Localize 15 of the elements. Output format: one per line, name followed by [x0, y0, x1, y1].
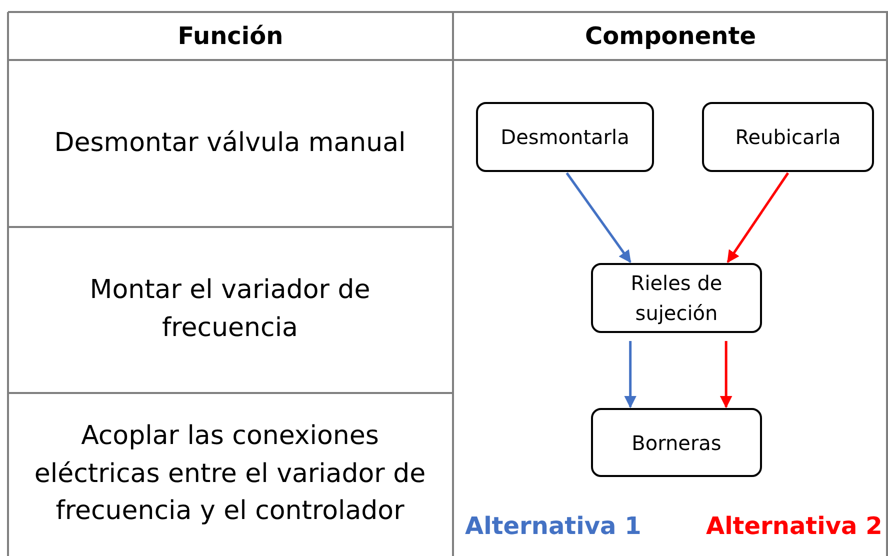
- table-cell-text: Montar el variador de frecuencia: [88, 274, 372, 345]
- column-header: Función: [178, 20, 284, 52]
- column-header: Componente: [585, 20, 756, 52]
- table-cell-text: Desmontar válvula manual: [54, 126, 406, 160]
- arrow: [624, 341, 637, 408]
- legend-text: Alternativa 1: [465, 512, 642, 540]
- process-box: Borneras: [591, 408, 762, 477]
- process-box: Rieles de sujeción: [591, 263, 762, 333]
- process-box: Reubicarla: [702, 102, 874, 172]
- table-cell-text: Acoplar las conexiones eléctricas entre el variador de frecuencia y el controlador: [33, 420, 427, 528]
- arrow: [720, 341, 732, 408]
- arrow: [566, 172, 632, 264]
- arrow: [726, 172, 790, 264]
- legend-text: Alternativa 2: [706, 512, 882, 540]
- process-box: Desmontarla: [476, 102, 654, 172]
